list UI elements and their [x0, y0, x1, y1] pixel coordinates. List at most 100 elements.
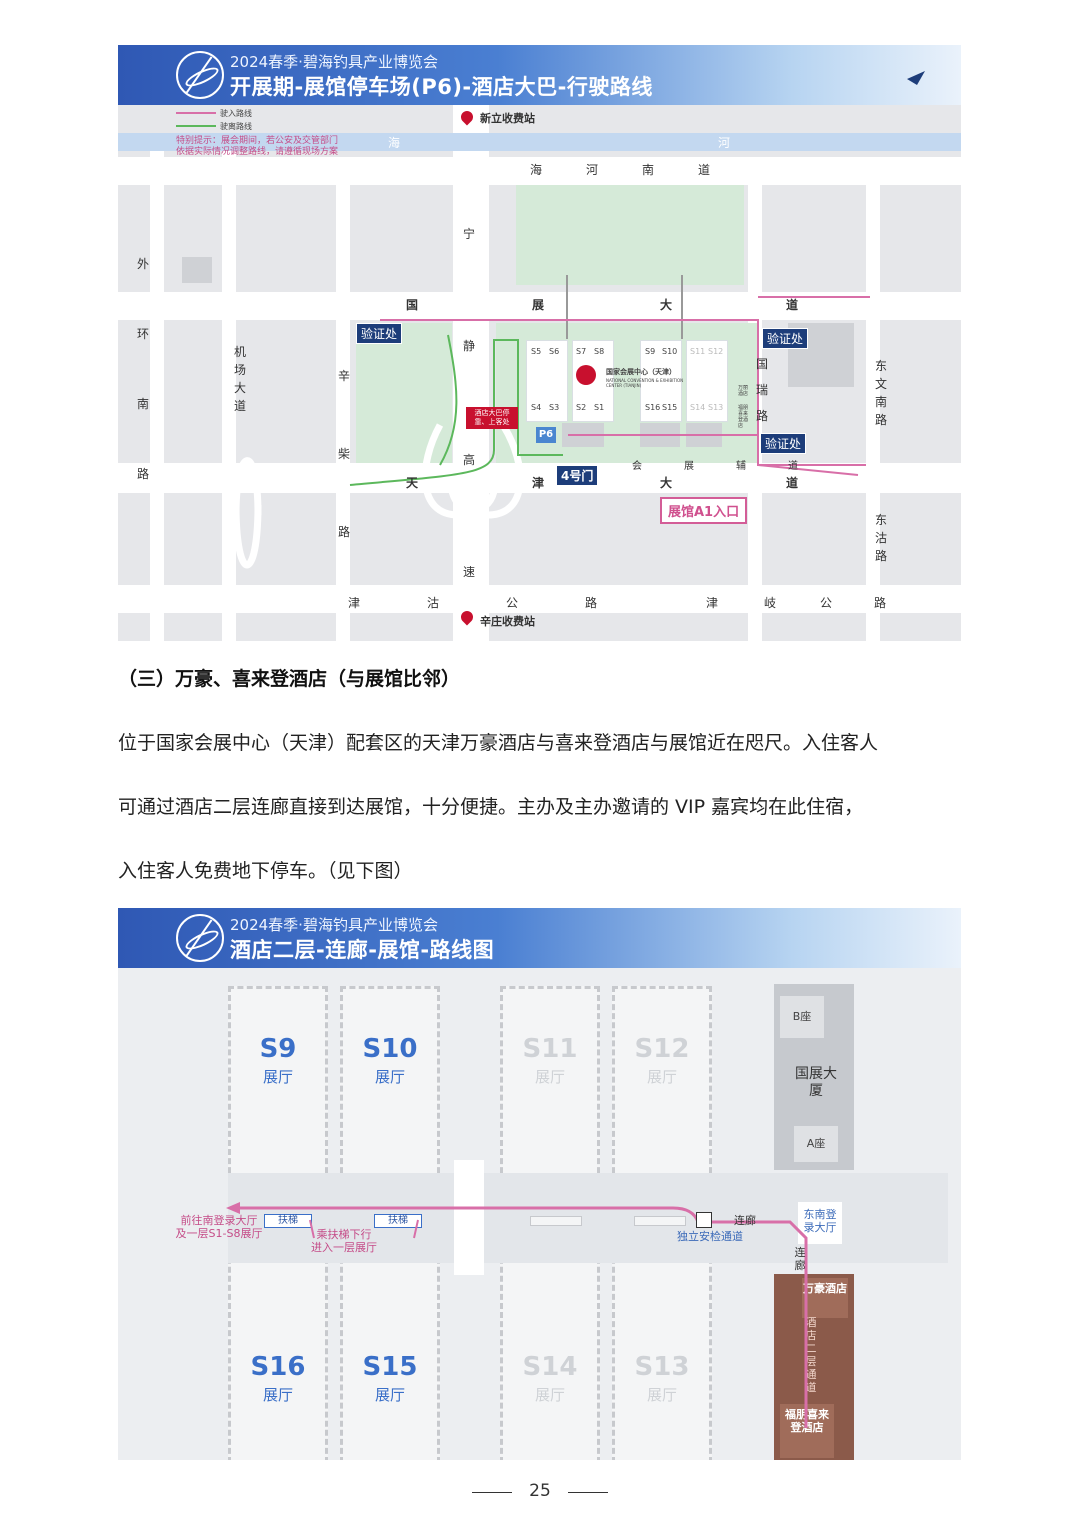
checkpoint-west: 验证处 [356, 323, 403, 344]
notice-line-1: 特别提示：展会期间，若公安及交管部门 [176, 136, 339, 146]
to-south-hall-text: 前往南登录大厅 及一层S1-S8展厅 [166, 1214, 272, 1240]
hall-suffix: 展厅 [262, 1386, 293, 1404]
notice-line-2: 依据实际情况调整路线，请遵循现场方案 [176, 147, 339, 157]
road-label: 公 [820, 596, 833, 610]
security-label: 独立安检通道 [677, 1230, 743, 1243]
hall-label: S3 [549, 403, 560, 412]
to-south-hall-line-1: 前往南登录大厅 [180, 1214, 258, 1227]
road-label: 道 [786, 298, 799, 312]
section-heading: （三）万豪、喜来登酒店（与展馆比邻） [118, 668, 461, 690]
gate-4-label: 4号门 [556, 465, 599, 486]
tower-b: B座 [780, 996, 824, 1038]
bridge [566, 275, 568, 339]
road-label: 高 [463, 453, 476, 467]
road-label: 路 [137, 467, 150, 481]
to-south-hall-line-2: 及一层S1-S8展厅 [175, 1227, 263, 1240]
road-label: 东沽路 [874, 513, 887, 563]
corridor-label-2: 连廊 [794, 1246, 806, 1272]
tower-a: A座 [794, 1126, 838, 1162]
hall-number: S13 [634, 1352, 690, 1382]
hall-number: S10 [362, 1034, 418, 1064]
green-area-north [516, 185, 744, 285]
parking-route-map: 海 河 S5 S6 S7 S8 S9 S10 S11 S12 S4 S3 S2 … [118, 45, 961, 641]
escalator-slot [634, 1216, 686, 1226]
hall-number: S9 [259, 1034, 297, 1064]
footer-line-right [568, 1492, 608, 1493]
page-number: 25 [529, 1481, 551, 1501]
venue-name-en: NATIONAL CONVENTION & EXHIBITION CENTER … [606, 378, 684, 388]
escalator-1: 扶梯 [264, 1214, 312, 1228]
spine-white [454, 1160, 484, 1275]
hall-label: S12 [708, 347, 724, 356]
waihuan-road [150, 145, 164, 641]
hall-suffix: 展厅 [646, 1386, 677, 1404]
legend-in-label: 驶入路线 [220, 109, 252, 118]
bus-stop-label: 酒店大巴停靠、上客处 [466, 407, 518, 429]
corridor-label-1: 连廊 [734, 1214, 756, 1227]
map2-banner: 2024春季·碧海钓具产业博览会 酒店二层-连廊-展馆-路线图 [118, 908, 961, 968]
hall-suffix: 展厅 [646, 1068, 677, 1086]
legend-out-line [176, 125, 216, 127]
dongwen-road [866, 185, 880, 641]
hall-label: S2 [576, 403, 587, 412]
route-lines [232, 296, 870, 569]
hall-suffix: 展厅 [262, 1068, 293, 1086]
escalator-2: 扶梯 [374, 1214, 422, 1228]
toll-south-label: 辛庄收费站 [480, 615, 535, 628]
road-label: 河 [586, 163, 599, 177]
hall-label: S13 [708, 403, 724, 412]
checkpoint-north-east: 验证处 [762, 328, 809, 349]
hall-label: S16 [645, 403, 661, 412]
river-label-left: 海 [388, 136, 401, 150]
paragraph-line-1: 位于国家会展中心（天津）配套区的天津万豪酒店与喜来登酒店与展馆近在咫尺。入住客人 [118, 732, 879, 754]
hall-block [526, 340, 568, 422]
southeast-hall-label: 东南登录大厅 [803, 1208, 837, 1234]
building-label: 万丽酒店 [738, 385, 749, 397]
map1-banner: 2024春季·碧海钓具产业博览会 开展期-展馆停车场(P6)-酒店大巴-行驶路线 [118, 45, 961, 105]
hotel-passage-label: 酒店二层通道 [805, 1316, 817, 1394]
hall-label: S9 [645, 347, 656, 356]
road-label: 路 [874, 596, 887, 610]
road-label: 瑞 [756, 383, 769, 397]
jichang-road [222, 145, 236, 641]
road-label: 大 [660, 476, 673, 490]
paragraph-line-2: 可通过酒店二层连廊直接到达展馆，十分便捷。主办及主办邀请的 VIP 嘉宾均在此住… [118, 796, 864, 818]
globe-logo-icon [176, 914, 224, 962]
road-label: 辛 [338, 369, 351, 383]
expo-name: 2024春季·碧海钓具产业博览会 [230, 53, 438, 71]
sheraton-hotel: 福朋喜来登酒店 [780, 1404, 834, 1458]
hall-number: S11 [522, 1034, 578, 1064]
hall-label: S4 [531, 403, 542, 412]
hall-suffix: 展厅 [374, 1386, 405, 1404]
road-label: 国 [406, 298, 419, 312]
hall-suffix: 展厅 [534, 1386, 565, 1404]
hall-number: S12 [634, 1034, 690, 1064]
north-arrow-icon [907, 71, 925, 85]
road-label: 津 [532, 476, 545, 490]
hall-label: S14 [690, 403, 706, 412]
haihe-river: 海 河 [118, 133, 961, 151]
road-label: 道 [698, 163, 711, 177]
road-label: 南 [642, 163, 655, 177]
hall-suffix: 展厅 [534, 1068, 565, 1086]
security-gate-icon [696, 1212, 712, 1228]
tower-name: 国展大厦 [795, 1066, 837, 1099]
venue-name: 国家会展中心（天津） [606, 368, 676, 376]
paragraph-line-3: 入住客人免费地下停车。（见下图） [118, 860, 413, 882]
parking-p6-badge: P6 [536, 427, 556, 443]
road-label: 机场大道 [233, 345, 246, 413]
road-label: 岐 [764, 596, 777, 610]
corridor-route [226, 1202, 808, 1428]
road-label: 南 [137, 397, 150, 411]
road-label: 公 [506, 596, 519, 610]
road-label: 国 [756, 357, 769, 371]
hall-label: S15 [662, 403, 678, 412]
escalator-slot [530, 1216, 582, 1226]
checkpoint-south-east: 验证处 [760, 433, 807, 454]
take-escalator-text: 乘扶梯下行 进入一层展厅 [294, 1228, 394, 1254]
hall-block [640, 340, 682, 422]
venue-logo-icon [576, 365, 596, 385]
road-label: 天 [406, 476, 419, 490]
hall-number: S15 [362, 1352, 418, 1382]
road-label: 辅 [736, 461, 746, 472]
